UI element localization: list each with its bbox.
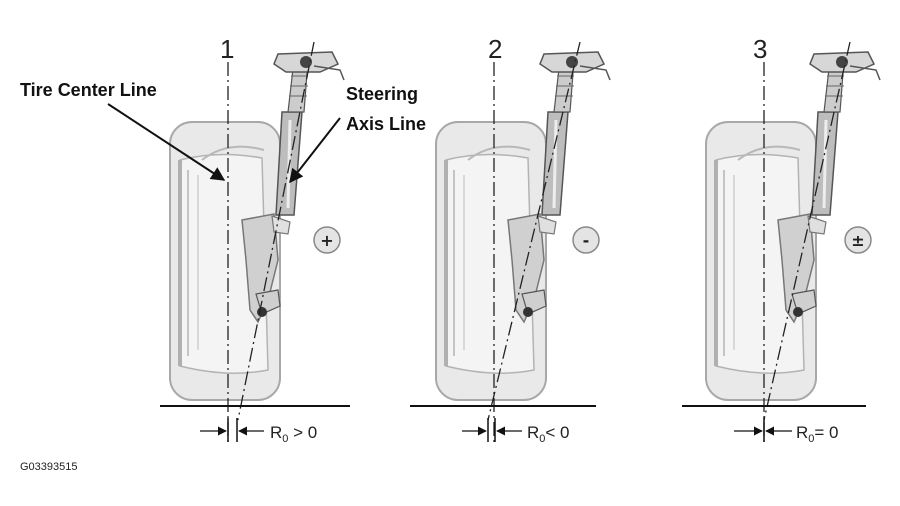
panel-3-sign: ± bbox=[851, 231, 864, 250]
panel-2 bbox=[410, 41, 612, 442]
tire-center-callout-arrow bbox=[107, 103, 226, 181]
steering-axis-callout-arrow bbox=[289, 117, 341, 184]
panel-3-number: 3 bbox=[753, 34, 767, 64]
figure-id: G03393515 bbox=[20, 461, 78, 473]
panel-3-offset-formula: R0= 0 bbox=[796, 423, 839, 445]
panel-1-sign: + bbox=[320, 231, 333, 250]
steering-axis-label-line1: Steering bbox=[346, 84, 418, 104]
panel-1-offset-formula: R0 > 0 bbox=[270, 423, 317, 445]
panel-1 bbox=[160, 41, 350, 442]
panel-1-number: 1 bbox=[220, 34, 234, 64]
panel-2-offset-formula: R0< 0 bbox=[527, 423, 570, 445]
panel-2-sign: - bbox=[583, 231, 590, 250]
tire-center-line-label: Tire Center Line bbox=[20, 80, 157, 100]
steering-axis-label-line2: Axis Line bbox=[346, 114, 426, 134]
panel-2-number: 2 bbox=[488, 34, 502, 64]
panel-3 bbox=[682, 41, 882, 442]
